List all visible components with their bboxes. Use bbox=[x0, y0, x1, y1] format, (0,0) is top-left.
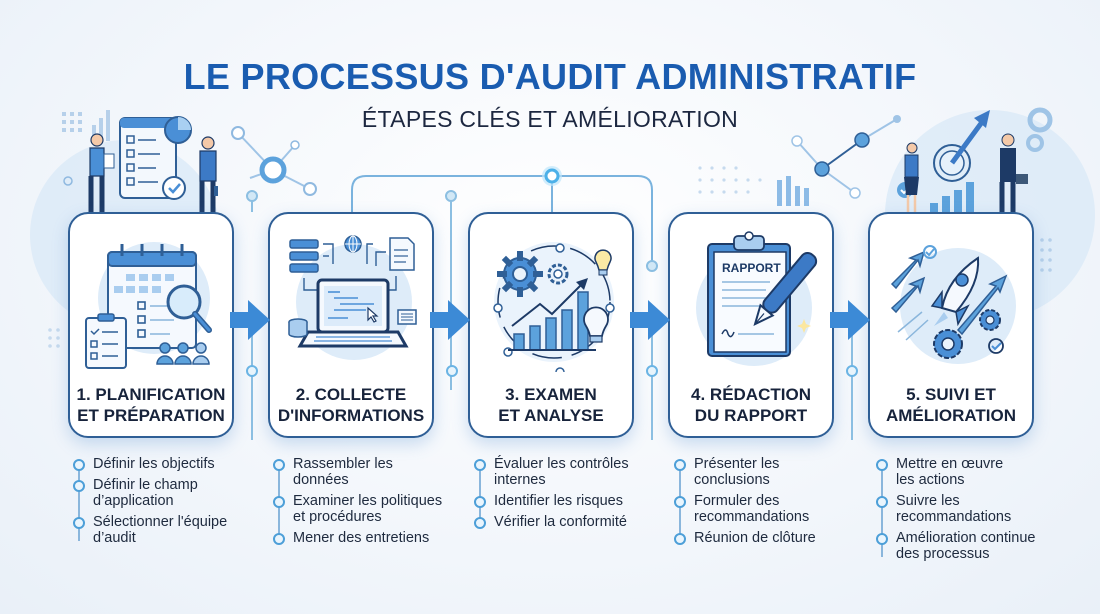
step-title-line-2: ET PRÉPARATION bbox=[77, 406, 225, 425]
list-item-text: Vérifier la conformité bbox=[494, 514, 627, 530]
bullet-dot-icon bbox=[273, 496, 285, 508]
list-item: Mettre en œuvre les actions bbox=[876, 456, 1006, 488]
connector-node bbox=[646, 365, 658, 377]
arrow-right-icon bbox=[830, 300, 870, 340]
connector-node bbox=[246, 365, 258, 377]
team-improvement-illustration bbox=[897, 107, 1053, 218]
bullet-dot-icon bbox=[674, 533, 686, 545]
list-item: Définir les objectifs bbox=[73, 456, 253, 472]
list-item: Sélectionner l'équipe d’audit bbox=[73, 514, 243, 546]
step-title-line-1: 2. COLLECTE bbox=[295, 385, 407, 404]
step-title-line-2: AMÉLIORATION bbox=[885, 406, 1016, 425]
step-title: 1. PLANIFICATION ET PRÉPARATION bbox=[70, 384, 232, 426]
step-card-planification: 1. PLANIFICATION ET PRÉPARATION bbox=[68, 212, 234, 438]
list-item: Suivre les recommandations bbox=[876, 493, 1026, 525]
list-item: Réunion de clôture bbox=[674, 530, 854, 546]
step-title-line-2: D'INFORMATIONS bbox=[277, 406, 425, 425]
list-item-text: Réunion de clôture bbox=[694, 530, 816, 546]
step-title: 4. RÉDACTION DU RAPPORT bbox=[670, 384, 832, 426]
list-item-text: Définir le champ d’application bbox=[93, 477, 198, 509]
list-item: Formuler des recommandations bbox=[674, 493, 824, 525]
list-item: Identifier les risques bbox=[474, 493, 654, 509]
report-word: RAPPORT bbox=[722, 261, 781, 275]
bullet-dot-icon bbox=[273, 459, 285, 471]
list-item-text: Examiner les politiques et procédures bbox=[293, 493, 443, 525]
list-item-text: Amélioration continue des processus bbox=[896, 530, 1036, 562]
list-item-text: Sélectionner l'équipe d’audit bbox=[93, 514, 228, 546]
list-item-text: Formuler des recommandations bbox=[694, 493, 810, 525]
list-item-text: Rassembler les données bbox=[293, 456, 393, 488]
bullet-dot-icon bbox=[73, 480, 85, 492]
timeline-rail bbox=[78, 466, 80, 541]
bullet-dot-icon bbox=[876, 496, 888, 508]
step-title-line-1: 3. EXAMEN bbox=[505, 385, 597, 404]
list-item-text: Suivre les recommandations bbox=[896, 493, 1012, 525]
bullet-dot-icon bbox=[474, 496, 486, 508]
list-item-text: Présenter les conclusions bbox=[694, 456, 780, 488]
step-card-collecte: 2. COLLECTE D'INFORMATIONS bbox=[268, 212, 434, 438]
list-item: Examiner les politiques et procédures bbox=[273, 493, 453, 525]
step-card-redaction: RAPPORT 4. RÉDACTION DU RAPPORT bbox=[668, 212, 834, 438]
step-title: 5. SUIVI ET AMÉLIORATION bbox=[870, 384, 1032, 426]
bullet-dot-icon bbox=[273, 533, 285, 545]
step-3-bullet-list: Évaluer les contrôles internes Identifie… bbox=[474, 456, 654, 535]
rocket-arrows-gears-icon bbox=[890, 245, 1016, 364]
clipboard-report-pen-icon: RAPPORT bbox=[696, 231, 818, 366]
bullet-dot-icon bbox=[474, 517, 486, 529]
arrow-right-icon bbox=[630, 300, 670, 340]
connector-node bbox=[446, 365, 458, 377]
bullet-dot-icon bbox=[876, 533, 888, 545]
list-item-text: Identifier les risques bbox=[494, 493, 623, 509]
step-1-bullet-list: Définir les objectifs Définir le champ d… bbox=[73, 456, 253, 551]
bullet-dot-icon bbox=[474, 459, 486, 471]
list-item-text: Mettre en œuvre les actions bbox=[896, 456, 1004, 488]
list-item: Rassembler les données bbox=[273, 456, 403, 488]
bullet-dot-icon bbox=[73, 459, 85, 471]
timeline-rail bbox=[479, 466, 481, 525]
list-item: Définir le champ d’application bbox=[73, 477, 203, 509]
page-title: LE PROCESSUS D'AUDIT ADMINISTRATIF bbox=[183, 56, 917, 97]
step-title-line-2: DU RAPPORT bbox=[694, 406, 808, 425]
list-item-text: Évaluer les contrôles internes bbox=[494, 456, 629, 488]
step-2-bullet-list: Rassembler les données Examiner les poli… bbox=[273, 456, 453, 551]
list-item: Évaluer les contrôles internes bbox=[474, 456, 644, 488]
list-item: Vérifier la conformité bbox=[474, 514, 654, 530]
gears-chart-lightbulb-icon bbox=[493, 242, 615, 372]
step-title: 3. EXAMEN ET ANALYSE bbox=[470, 384, 632, 426]
team-planning-illustration bbox=[88, 116, 218, 215]
step-title-line-1: 5. SUIVI ET bbox=[906, 385, 996, 404]
laptop-data-collection-icon bbox=[288, 235, 417, 360]
step-5-bullet-list: Mettre en œuvre les actions Suivre les r… bbox=[876, 456, 1056, 567]
list-item: Mener des entretiens bbox=[273, 530, 453, 546]
arrow-right-icon bbox=[230, 300, 270, 340]
bullet-dot-icon bbox=[73, 517, 85, 529]
step-title-line-1: 1. PLANIFICATION bbox=[76, 385, 226, 404]
step-4-bullet-list: Présenter les conclusions Formuler des r… bbox=[674, 456, 854, 551]
bullet-dot-icon bbox=[876, 459, 888, 471]
bullet-dot-icon bbox=[674, 496, 686, 508]
timeline-rail bbox=[881, 466, 883, 557]
step-title-line-2: ET ANALYSE bbox=[498, 406, 604, 425]
list-item: Présenter les conclusions bbox=[674, 456, 804, 488]
list-item: Amélioration continue des processus bbox=[876, 530, 1056, 562]
page-subtitle: ÉTAPES CLÉS ET AMÉLIORATION bbox=[361, 106, 739, 132]
step-title: 2. COLLECTE D'INFORMATIONS bbox=[270, 384, 432, 426]
step-card-suivi: 5. SUIVI ET AMÉLIORATION bbox=[868, 212, 1034, 438]
step-title-line-1: 4. RÉDACTION bbox=[691, 385, 811, 404]
list-item-text: Définir les objectifs bbox=[93, 456, 215, 472]
list-item-text: Mener des entretiens bbox=[293, 530, 430, 546]
arrow-right-icon bbox=[430, 300, 470, 340]
calendar-magnifier-checklist-team-icon bbox=[85, 242, 212, 369]
step-card-examen: 3. EXAMEN ET ANALYSE bbox=[468, 212, 634, 438]
bullet-dot-icon bbox=[674, 459, 686, 471]
connector-node bbox=[846, 365, 858, 377]
